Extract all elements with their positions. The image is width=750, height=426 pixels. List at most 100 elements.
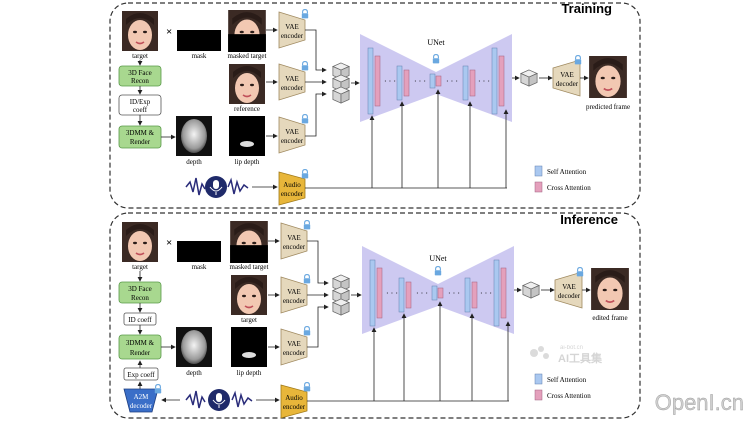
ellipsis: · · · xyxy=(478,77,490,86)
face-recon-label-2: Recon xyxy=(131,77,149,85)
cross-attention-label: Cross Attention xyxy=(547,392,591,400)
target-image xyxy=(122,222,158,262)
audio-encoder: Audio encoder xyxy=(278,169,309,206)
attention-blocks: · · · · · · · · · · · · xyxy=(367,47,505,115)
edited-frame-label: edited frame xyxy=(592,314,627,322)
target-image xyxy=(122,11,158,51)
multiply-icon: × xyxy=(166,237,172,249)
lip-depth-image xyxy=(231,327,267,367)
id-coeff-label: ID coeff xyxy=(128,316,152,324)
svg-text:encoder: encoder xyxy=(283,243,306,251)
watermark-cn: AI工具集 xyxy=(558,351,603,365)
svg-text:encoder: encoder xyxy=(281,84,304,92)
exp-coeff-label: Exp coeff xyxy=(127,371,155,379)
id-exp-label: ID/Exp xyxy=(130,98,151,106)
masked-target-image xyxy=(230,221,268,263)
lock-icon xyxy=(301,9,309,19)
cross-attention-swatch xyxy=(534,181,543,193)
target-label-2: target xyxy=(241,316,257,324)
svg-text:VAE: VAE xyxy=(285,23,298,31)
lock-icon xyxy=(154,384,162,394)
microphone-icon xyxy=(208,389,230,411)
ellipsis: · · · xyxy=(386,289,398,298)
masked-target-image xyxy=(228,10,266,52)
svg-text:decoder: decoder xyxy=(556,80,579,88)
mask-image xyxy=(177,30,221,51)
vae-encoder-2: VAE encoder xyxy=(280,274,311,314)
ai-bot-watermark: ai-bot.cn AI工具集 xyxy=(530,345,603,365)
lip-depth-image xyxy=(229,116,265,156)
lock-icon xyxy=(301,114,309,124)
lock-icon xyxy=(576,267,584,277)
a2m-decoder: A2M decoder xyxy=(123,384,162,413)
svg-text:Audio: Audio xyxy=(283,181,301,189)
unet: UNet · · · · · · · · · · · · xyxy=(360,34,512,122)
face-recon-label: 3D Face xyxy=(128,285,152,293)
lip-depth-label: lip depth xyxy=(235,158,260,166)
openi-watermark: OpenI.cn xyxy=(655,390,744,415)
audio-waveform xyxy=(185,177,249,196)
output-latent xyxy=(522,281,540,299)
latent-stack xyxy=(332,274,350,316)
svg-text:VAE: VAE xyxy=(560,71,573,79)
svg-text:VAE: VAE xyxy=(285,75,298,83)
face-recon-label-2: Recon xyxy=(131,294,149,302)
multiply-icon: × xyxy=(166,26,172,38)
render-label-2: Render xyxy=(130,138,151,146)
vae-encoder-2: VAE encoder xyxy=(278,61,309,101)
ellipsis: · · · xyxy=(480,289,492,298)
masked-target-label: masked target xyxy=(228,52,267,60)
svg-text:VAE: VAE xyxy=(562,283,575,291)
lock-icon xyxy=(301,169,309,179)
masked-target-label: masked target xyxy=(230,263,269,271)
predicted-frame-label: predicted frame xyxy=(586,103,630,111)
vae-encoder-1: VAE encoder xyxy=(280,220,311,260)
svg-text:Audio: Audio xyxy=(285,394,303,402)
predicted-frame-image xyxy=(589,56,627,98)
legend: Self Attention Cross Attention xyxy=(534,373,591,401)
mask-label: mask xyxy=(192,52,207,60)
svg-text:decoder: decoder xyxy=(558,292,581,300)
watermark-site: ai-bot.cn xyxy=(560,345,583,351)
legend: Self Attention Cross Attention xyxy=(534,165,591,193)
svg-text:encoder: encoder xyxy=(283,403,306,411)
output-latent xyxy=(520,69,538,87)
lock-icon xyxy=(574,55,582,65)
unet-label: UNet xyxy=(429,254,447,263)
render-label: 3DMM & xyxy=(126,129,155,137)
lock-icon xyxy=(303,220,311,230)
ellipsis: · · · xyxy=(448,289,460,298)
svg-text:VAE: VAE xyxy=(287,234,300,242)
ellipsis: · · · xyxy=(416,289,428,298)
self-attention-swatch xyxy=(534,373,543,385)
latent-stack xyxy=(332,62,350,104)
render-label-2: Render xyxy=(130,349,151,357)
vae-decoder: VAE decoder xyxy=(552,55,582,97)
self-attention-label: Self Attention xyxy=(547,376,587,384)
lock-icon xyxy=(432,54,440,64)
microphone-icon xyxy=(205,176,227,198)
svg-text:encoder: encoder xyxy=(281,137,304,145)
lock-icon xyxy=(301,61,309,71)
training-title: Training xyxy=(561,1,612,16)
target-reference-image xyxy=(230,275,268,315)
ellipsis: · · · xyxy=(414,77,426,86)
unet-label: UNet xyxy=(427,38,445,47)
svg-text:decoder: decoder xyxy=(130,402,153,410)
unet: UNet · · · · · · · · · · · · xyxy=(362,246,514,334)
vae-encoder-1: VAE encoder xyxy=(278,9,309,49)
exp-coeff-box xyxy=(123,367,159,381)
face-recon-label: 3D Face xyxy=(128,69,152,77)
vae-encoder-3: VAE encoder xyxy=(278,114,309,154)
reference-image xyxy=(228,64,266,104)
training-panel: Training target × mask masked target 3D … xyxy=(109,1,641,209)
mask-image xyxy=(177,241,221,262)
self-attention-swatch xyxy=(534,165,543,177)
id-exp-label-2: coeff xyxy=(133,106,148,114)
ellipsis: · · · xyxy=(384,77,396,86)
svg-text:VAE: VAE xyxy=(285,128,298,136)
render-label: 3DMM & xyxy=(126,339,155,347)
svg-text:encoder: encoder xyxy=(283,349,306,357)
vae-decoder: VAE decoder xyxy=(554,267,584,309)
